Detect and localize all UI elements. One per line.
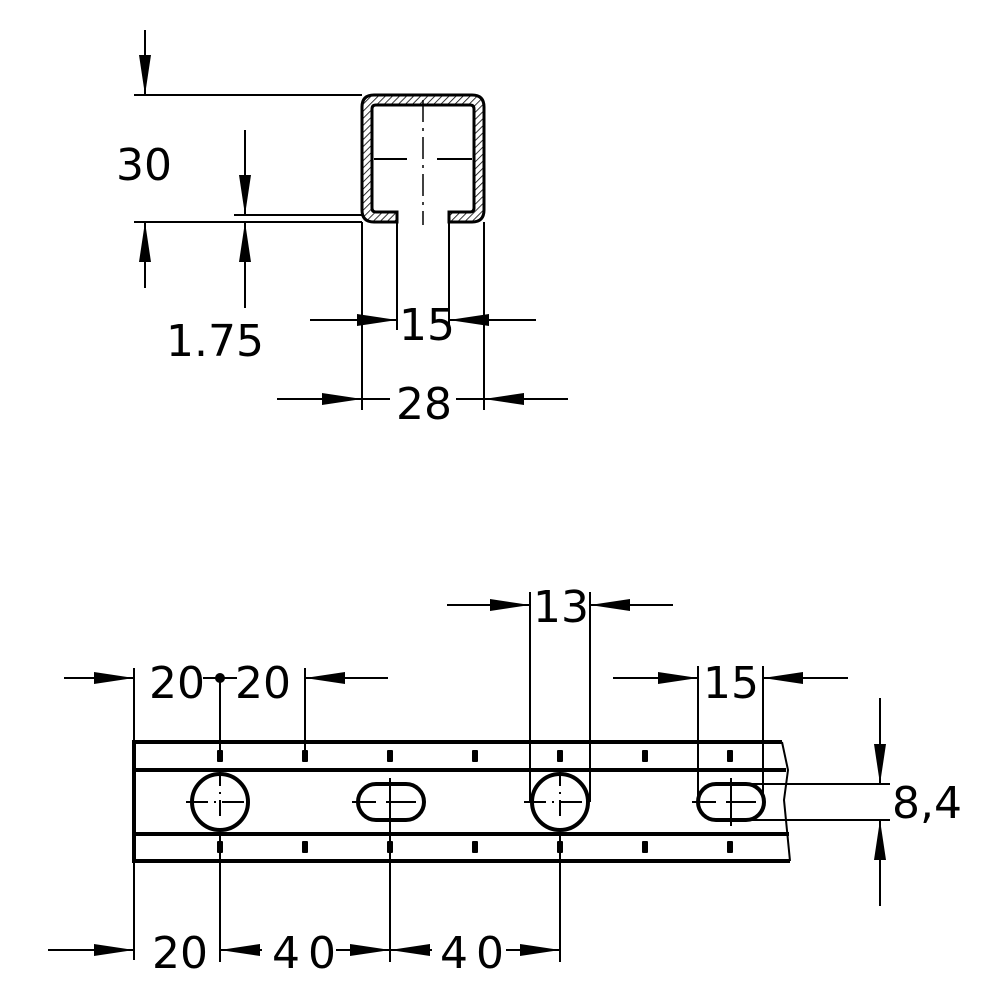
bottom-dim-3: 40 [440, 928, 512, 979]
height-dimension: 30 [116, 30, 362, 288]
slot-hole [352, 778, 430, 826]
cross-section-view: 30 1.75 15 28 [116, 30, 568, 430]
opening-width-label: 15 [399, 300, 455, 351]
wall-thickness-label: 1.75 [166, 316, 264, 367]
slot-hole [692, 778, 770, 826]
slot-length-label: 15 [703, 658, 759, 709]
height-label: 30 [116, 140, 172, 191]
round-hole [524, 770, 596, 834]
opening-width-dimension: 15 [310, 222, 536, 351]
slot-width-label: 8,4 [892, 778, 962, 829]
hole-diameter-dimension: 13 [447, 582, 673, 802]
perforation-marks [217, 750, 733, 853]
outer-width-dimension: 28 [277, 222, 568, 430]
round-hole [186, 770, 254, 834]
c-profile-section [360, 93, 486, 224]
bottom-spacing-dimension: 20 40 40 [48, 820, 561, 979]
hole-diameter-label: 13 [533, 582, 589, 633]
rail-side-view: 20 20 13 15 [48, 582, 962, 979]
outer-width-label: 28 [396, 379, 452, 430]
pitch-right-label: 20 [235, 658, 291, 709]
pitch-left-label: 20 [149, 658, 205, 709]
slot-width-dimension: 8,4 [750, 698, 962, 906]
wall-thickness-dimension: 1.75 [166, 130, 362, 367]
bottom-dim-2: 40 [272, 928, 344, 979]
slot-length-dimension: 15 [613, 658, 848, 802]
bottom-dim-1: 20 [152, 928, 208, 979]
break-line [781, 741, 791, 862]
pitch-dimension: 20 20 [64, 658, 388, 960]
